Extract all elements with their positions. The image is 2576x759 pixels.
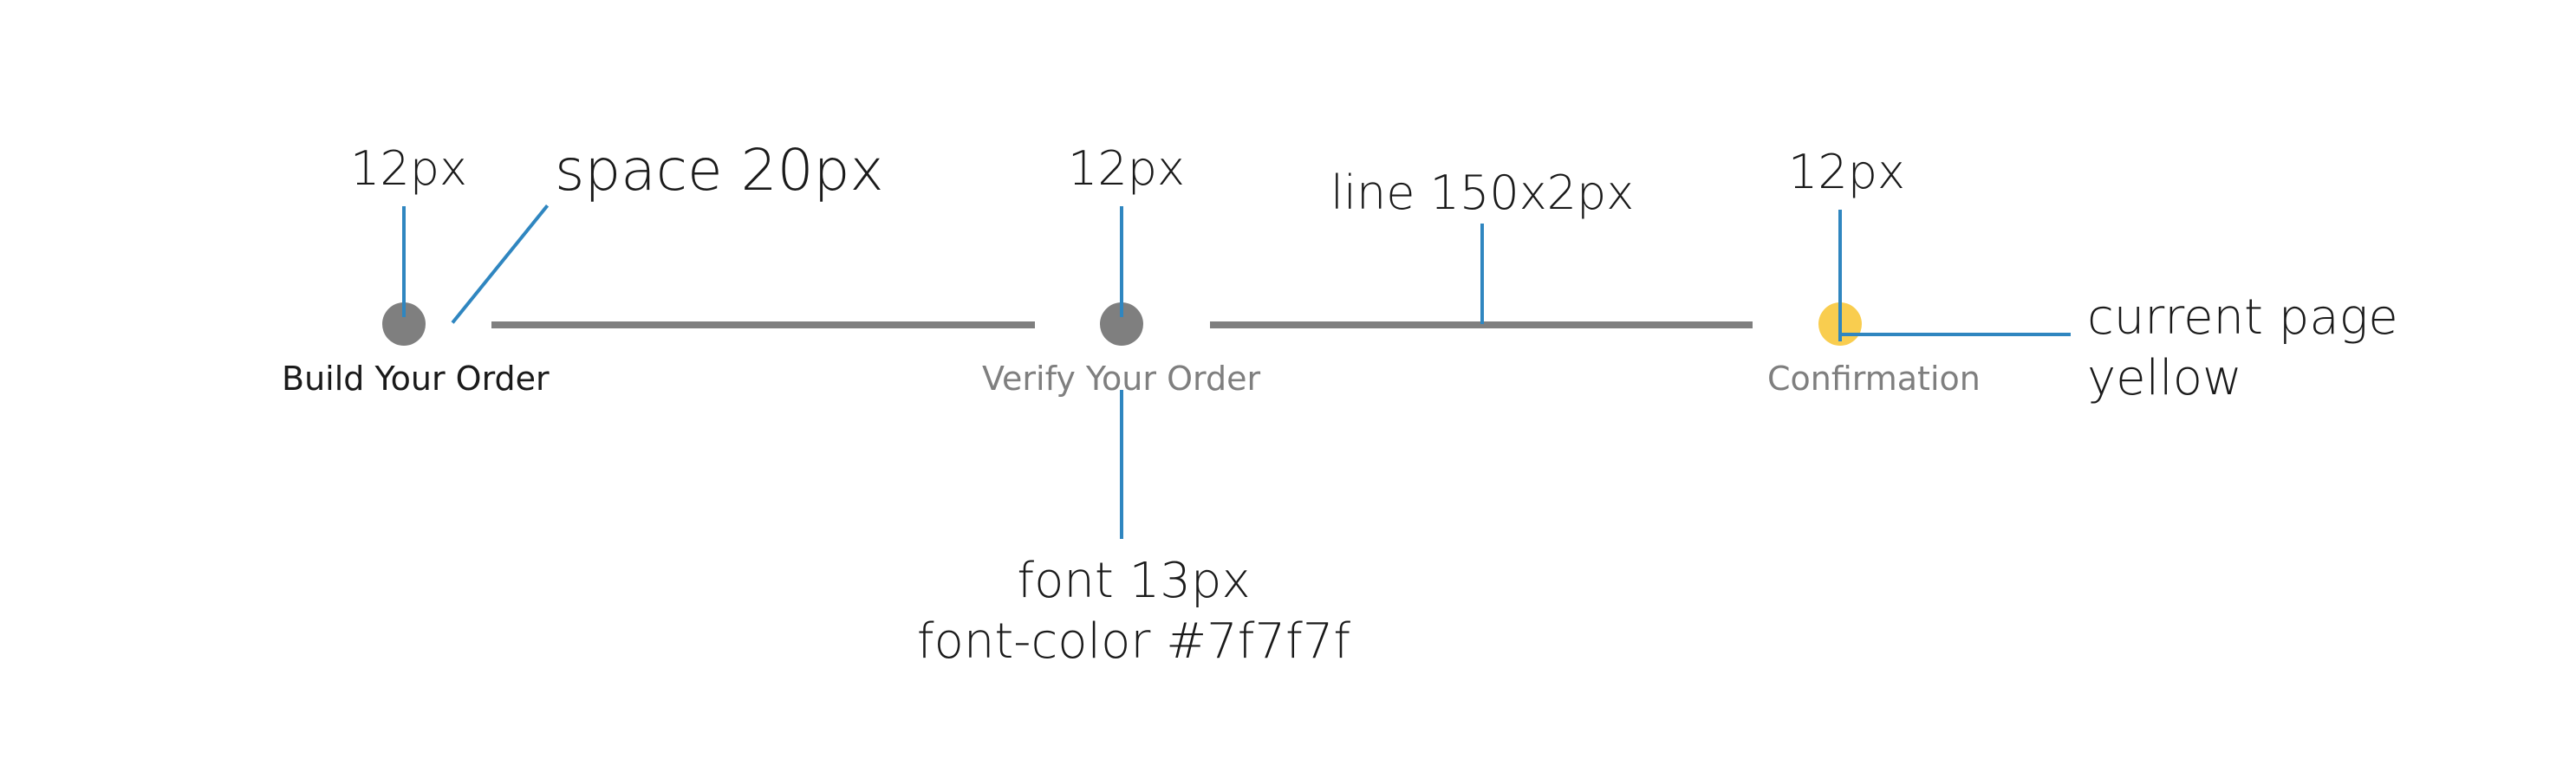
annotation-font-spec-line-1: font 13px [1017, 553, 1251, 609]
leader-dot-size-1 [402, 206, 406, 317]
annotation-spacing: space 20px [555, 137, 884, 204]
leader-dot-size-3 [1838, 210, 1842, 341]
annotation-current-page: current page yellow [2087, 288, 2398, 409]
step-label-build[interactable]: Build Your Order [282, 360, 550, 398]
annotation-line-spec: line 150x2px [1330, 165, 1635, 220]
annotation-current-page-line-2: yellow [2087, 350, 2242, 406]
step-label-verify[interactable]: Verify Your Order [982, 360, 1261, 398]
connector-line-1 [491, 321, 1035, 328]
annotation-current-page-line-1: current page [2087, 289, 2398, 346]
annotation-dot-size-3: 12px [1788, 145, 1905, 199]
annotation-font-spec-line-2: font-color #7f7f7f [916, 613, 1351, 670]
connector-line-2 [1210, 321, 1753, 328]
annotation-dot-size-1: 12px [350, 141, 467, 196]
leader-line-spec [1480, 224, 1484, 324]
leader-dot-size-2 [1120, 206, 1123, 317]
step-label-confirmation[interactable]: Confirmation [1767, 360, 1981, 398]
annotation-dot-size-2: 12px [1068, 141, 1185, 196]
leader-spacing [451, 204, 550, 324]
annotation-font-spec: font 13px font-color #7f7f7f [884, 551, 1383, 672]
leader-current-page [1838, 333, 2071, 336]
leader-font-spec [1120, 390, 1123, 539]
